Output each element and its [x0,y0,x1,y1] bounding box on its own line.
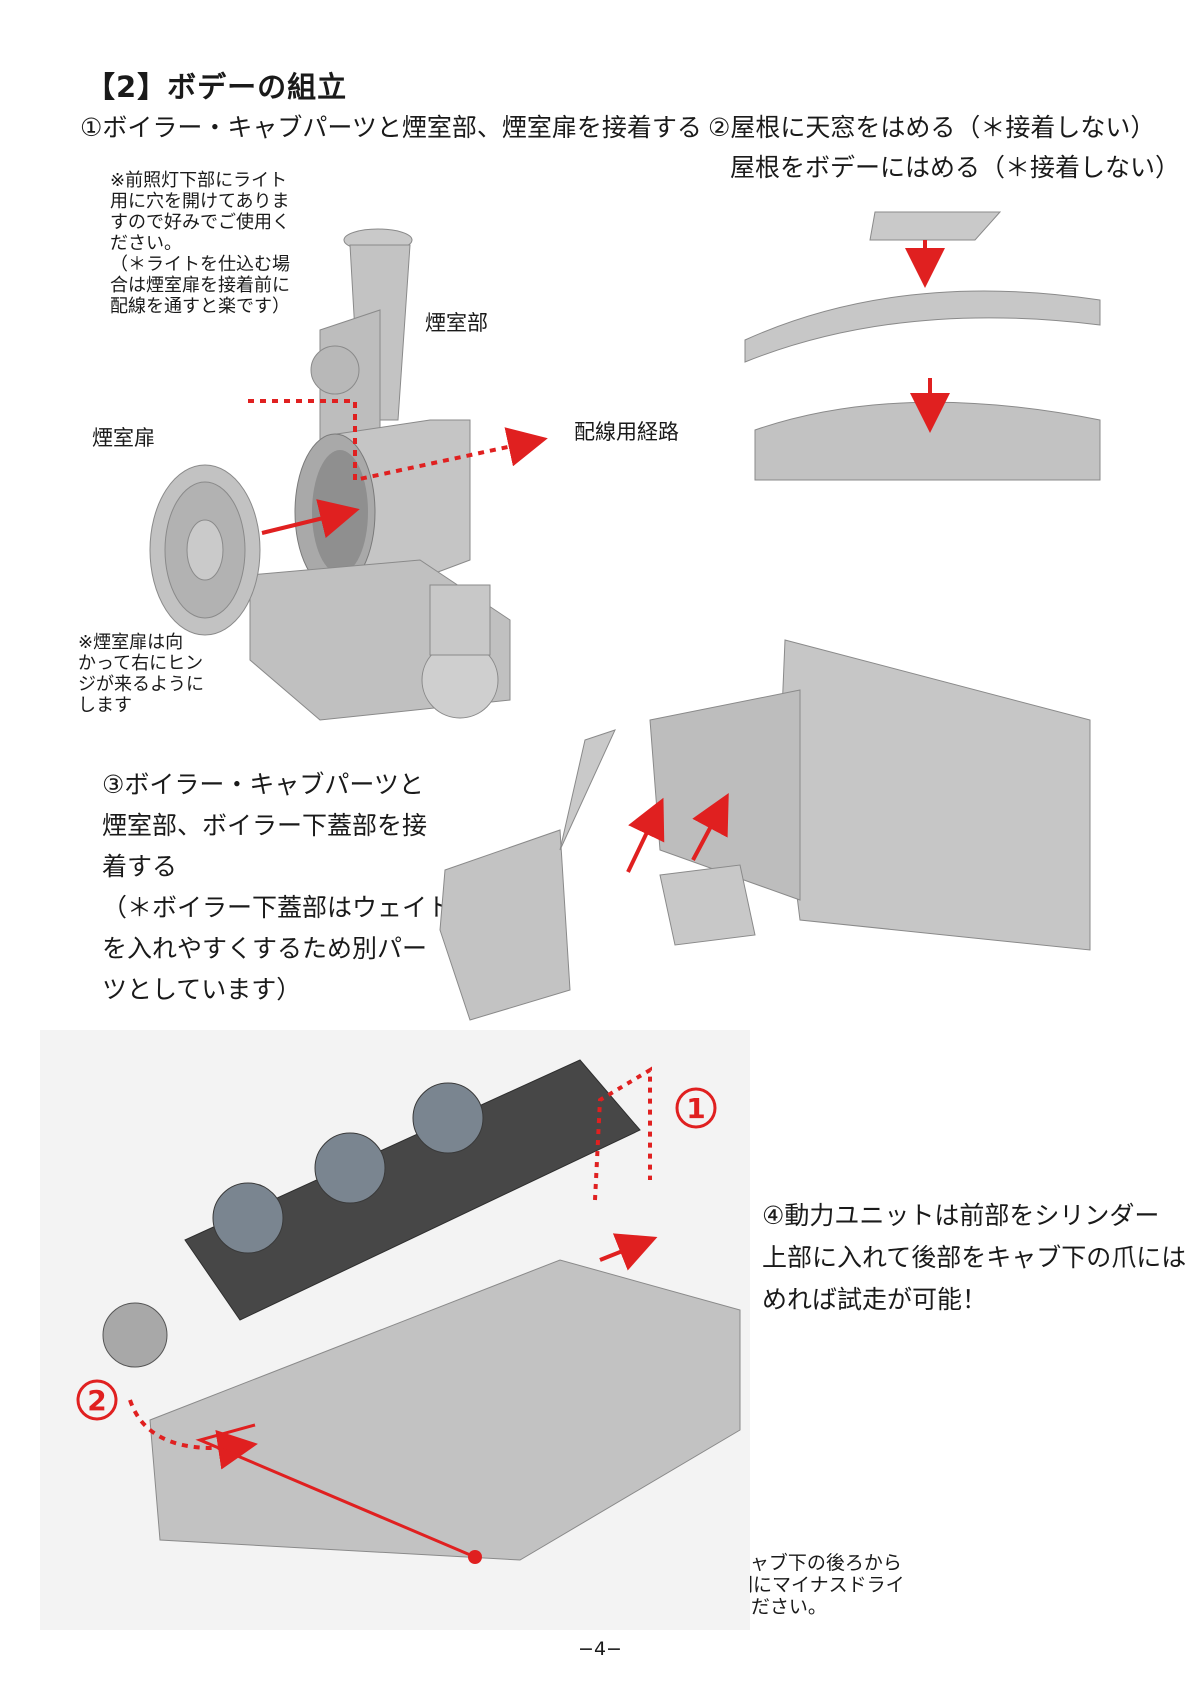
skylight-part [869,211,1002,241]
note-line: ※前照灯下部にライト [110,170,288,191]
note-line: ※煙室扉は向 [78,632,184,653]
smokebox-door-part [149,464,261,636]
locomotive-body [149,1259,741,1561]
note-line: 配線を通すと楽です） [110,296,290,317]
note-line: すので好みでご使用く [110,212,290,233]
front-wheel [102,1302,168,1368]
smokebox-assembly [439,829,571,1021]
note-line: かって右にヒン [78,653,204,674]
chimney-part [559,729,616,851]
insertion-guide-2 [128,1399,258,1470]
boiler-lower-cover-part [659,864,756,946]
step3-line: ③ボイラー・キャブパーツと [102,770,424,799]
headlight-housing [310,345,360,395]
valve-box [429,584,491,656]
note-line: （＊ライトを仕込む場 [110,254,290,275]
page-number: −4− [578,1638,622,1660]
insertion-arrow-1 [599,1233,658,1271]
note-line: 用に穴を開けてありま [110,191,290,212]
step-marker-1: 1 [675,1087,717,1129]
step3-line: ツとしています） [102,975,302,1004]
step4-text: ④動力ユニットは前部をシリンダー 上部に入れて後部をキャブ下の爪には めれば試走… [762,1195,1186,1321]
attach-arrow [626,797,665,873]
step2-line2: 屋根をボデーにはめる（＊接着しない） [730,153,1181,182]
marker-2-text: 2 [87,1384,106,1417]
note-line: ジが来るように [78,674,204,695]
removal-pointer-line [195,1423,476,1559]
label-wiring-route: 配線用経路 [574,420,679,444]
note-line: します [78,695,132,716]
step3-text: ③ボイラー・キャブパーツと 煙室部、ボイラー下蓋部を接 着する （＊ボイラー下蓋… [102,764,452,1010]
step1-note-headlight: ※前照灯下部にライト 用に穴を開けてありま すので好みでご使用く ださい。 （＊… [110,170,290,317]
step3-line: （＊ボイラー下蓋部はウェイト [102,893,453,922]
attach-door-arrow [261,499,360,539]
step4-line: ④動力ユニットは前部をシリンダー [762,1201,1160,1230]
label-smokebox: 煙室部 [425,311,488,335]
step3-line: 着する [102,852,178,881]
step-marker-2: 2 [76,1379,118,1421]
note-line: 合は煙室扉を接着前に [110,275,290,296]
removal-pointer-dot [468,1550,482,1564]
step1-heading: ①ボイラー・キャブパーツと煙室部、煙室扉を接着する [80,113,702,142]
step1-note-hinge: ※煙室扉は向 かって右にヒン ジが来るように します [78,632,204,716]
drive-wheels [212,1082,484,1254]
step4-line: 上部に入れて後部をキャブ下の爪には [762,1243,1187,1272]
step4-line: めれば試走が可能！ [762,1285,988,1314]
insertion-guide-1 [593,1066,652,1201]
step3-line: を入れやすくするため別パー [102,934,428,963]
section-title: 【2】ボデーの組立 [86,70,348,104]
label-smokebox-door: 煙室扉 [92,426,155,450]
attach-arrow [691,792,729,861]
marker-1-text: 1 [686,1092,705,1125]
roof-part [744,290,1101,363]
step3-line: 煙室部、ボイラー下蓋部を接 [102,811,428,840]
step2-line1: ②屋根に天窓をはめる（＊接着しない） [708,113,1156,142]
note-line: ださい。 [110,233,182,254]
wiring-route-line [248,399,548,483]
